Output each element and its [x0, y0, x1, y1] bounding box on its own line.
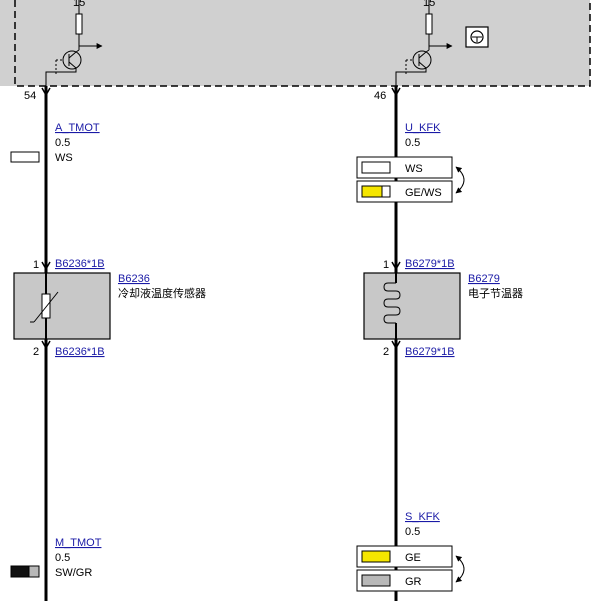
connector-pin-1: 1	[383, 259, 389, 271]
signal-link-U_KFK[interactable]: U_KFK	[405, 122, 441, 134]
connector-pin-1: 1	[33, 259, 39, 271]
component-B6279-box[interactable]	[363, 272, 461, 340]
component-name-B6279: 电子节温器	[468, 287, 523, 300]
transistor-stage-left: 15	[45, 0, 103, 86]
connector-pin-2: 2	[33, 346, 39, 358]
swap-arrow-icon	[455, 166, 465, 194]
module-border	[14, 0, 591, 87]
heating-element-symbol-icon	[383, 282, 401, 324]
right-circuit: U_KFK 0.5 WS GE/WS 1 B6279*1B B6279 电子节温…	[356, 86, 523, 601]
color-option-label-GE-WS: GE/WS	[405, 187, 442, 199]
swap-arrow-icon	[455, 555, 465, 583]
wire-color-options-bottom: GE GR	[356, 545, 465, 592]
wire-size-label: 0.5	[405, 137, 420, 149]
component-B6236-box[interactable]	[13, 272, 111, 340]
color-option-label-WS: WS	[405, 163, 423, 175]
wire-color-swatch-white	[10, 151, 40, 163]
control-module: 15 15	[0, 0, 591, 102]
wire-color-label: WS	[55, 152, 73, 164]
connector-link-B6236-1B-bottom[interactable]: B6236*1B	[55, 346, 105, 358]
wire-color-swatch-black-gray	[10, 565, 40, 578]
wire-color-label: SW/GR	[55, 567, 92, 579]
thermistor-symbol-icon	[41, 293, 51, 319]
component-link-B6236[interactable]: B6236	[118, 273, 150, 285]
module-function-symbol-icon[interactable]	[465, 26, 489, 48]
connector-pin-2: 2	[383, 346, 389, 358]
module-pin-54: 54	[24, 90, 36, 102]
wire-size-label: 0.5	[55, 137, 70, 149]
connector-link-B6279-1B-bottom[interactable]: B6279*1B	[405, 346, 455, 358]
transistor-left	[62, 50, 82, 70]
left-circuit: A_TMOT 0.5 WS 1 B6236*1B B6236 冷却液温度传感器 …	[10, 86, 206, 601]
module-background	[0, 0, 590, 86]
signal-link-S_KFK[interactable]: S_KFK	[405, 511, 441, 523]
signal-link-A_TMOT[interactable]: A_TMOT	[55, 122, 100, 134]
module-pin-46: 46	[374, 90, 386, 102]
wire-color-options-top: WS GE/WS	[356, 156, 465, 203]
connector-link-B6279-1B-top[interactable]: B6279*1B	[405, 258, 455, 270]
connector-link-B6236-1B-top[interactable]: B6236*1B	[55, 258, 105, 270]
supply-label-right: 15	[423, 0, 435, 9]
signal-link-M_TMOT[interactable]: M_TMOT	[55, 537, 102, 549]
resistor-left	[75, 13, 83, 35]
resistor-right	[425, 13, 433, 35]
component-link-B6279[interactable]: B6279	[468, 273, 500, 285]
transistor-stage-right: 15	[395, 0, 453, 86]
component-name-B6236: 冷却液温度传感器	[118, 286, 206, 300]
supply-label-left: 15	[73, 0, 85, 9]
wire-size-label: 0.5	[55, 552, 70, 564]
transistor-right	[412, 50, 432, 70]
color-option-label-GE: GE	[405, 552, 421, 564]
color-option-label-GR: GR	[405, 576, 422, 588]
wire-size-label: 0.5	[405, 526, 420, 538]
